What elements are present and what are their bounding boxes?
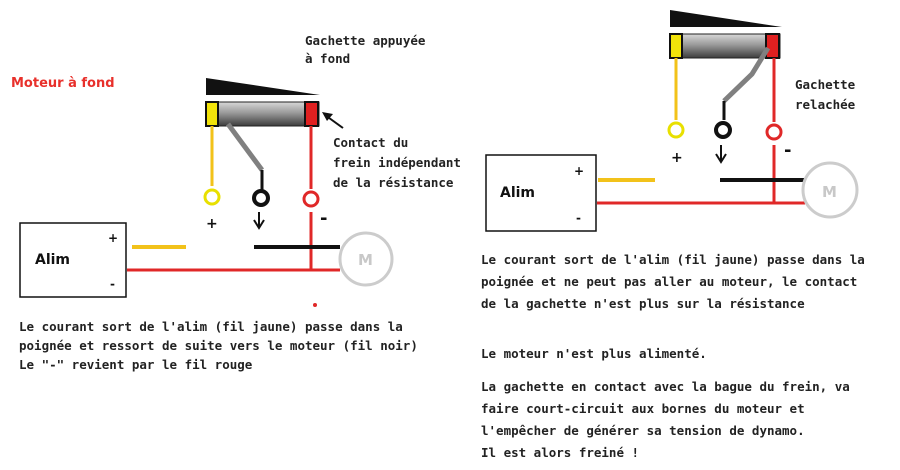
right-gray-lever: [722, 46, 771, 103]
left-contact-label-line: Contact du: [333, 135, 409, 150]
left-explanation: Le courant sort de l'alim (fil jaune) pa…: [19, 317, 418, 374]
left-minus-sign: -: [320, 208, 327, 229]
right-explanation-line: poignée et ne peut pas aller au moteur, …: [481, 274, 858, 289]
right-plus-sign: +: [671, 150, 683, 166]
left-alim-label: Alim: [35, 252, 70, 268]
right-explanation: Le courant sort de l'alim (fil jaune) pa…: [481, 249, 865, 315]
left-trigger-label-line: à fond: [305, 51, 351, 66]
left-yellow-ring: [203, 188, 221, 206]
right-yellow-terminal: [669, 33, 683, 59]
right-trigger-wedge: [670, 10, 782, 27]
right-status: Le moteur n'est plus alimenté.: [481, 346, 707, 361]
left-resistance-cylinder: [205, 101, 320, 127]
left-gray-lever: [225, 122, 265, 172]
left-explanation-line: Le courant sort de l'alim (fil jaune) pa…: [19, 319, 403, 334]
left-down-arrow-head: [253, 219, 265, 230]
left-alim-plus: +: [108, 231, 118, 245]
left-red-terminal: [304, 101, 319, 127]
right-yellow-ring: [667, 121, 685, 139]
right-motor-label: M: [822, 183, 837, 201]
right-brake-explanation-line: l'empêcher de générer sa tension de dyna…: [481, 423, 805, 438]
right-brake-explanation: La gachette en contact avec la bague du …: [481, 376, 850, 464]
right-brake-explanation-line: faire court-circuit aux bornes du moteur…: [481, 401, 805, 416]
right-minus-sign: -: [784, 140, 791, 161]
left-trigger-label: Gachette appuyée à fond: [305, 32, 425, 68]
left-alim-minus: -: [110, 277, 115, 291]
right-alim-box: [485, 154, 597, 232]
right-alim-label: Alim: [500, 185, 535, 201]
right-motor-circle: [801, 161, 859, 219]
left-trigger-wedge: [206, 78, 320, 95]
right-brake-explanation-line: Il est alors freiné !: [481, 445, 640, 460]
left-explanation-line: poignée et ressort de suite vers le mote…: [19, 338, 418, 353]
right-circuit: Alim + - M + -: [485, 10, 859, 232]
left-pointer-arrow-head: [322, 112, 333, 121]
right-alim-plus: +: [574, 164, 584, 178]
left-title: Moteur à fond: [11, 76, 115, 91]
left-circuit: Alim + - M + -: [19, 78, 394, 307]
left-contact-label: Contact du frein indépendant de la résis…: [333, 133, 461, 193]
right-black-ring: [714, 121, 732, 139]
left-contact-label-line: de la résistance: [333, 175, 454, 190]
right-explanation-line: de la gachette n'est plus sur la résista…: [481, 296, 805, 311]
left-red-ring: [302, 190, 320, 208]
right-trigger-label-line: Gachette: [795, 77, 856, 92]
right-down-arrow-head: [715, 153, 727, 164]
left-explanation-line: Le "-" revient par le fil rouge: [19, 357, 253, 372]
right-red-terminal: [765, 33, 780, 59]
left-red-dot: [313, 303, 317, 307]
left-plus-sign: +: [206, 216, 218, 232]
right-explanation-line: Le courant sort de l'alim (fil jaune) pa…: [481, 252, 865, 267]
left-contact-label-line: frein indépendant: [333, 155, 461, 170]
left-trigger-label-line: Gachette appuyée: [305, 33, 426, 48]
left-black-ring: [252, 189, 270, 207]
left-motor-circle: [338, 231, 394, 287]
right-red-ring: [765, 123, 783, 141]
right-trigger-label: Gachette relachée: [795, 75, 855, 115]
left-alim-box: [19, 222, 127, 298]
left-motor-label: M: [358, 251, 373, 269]
right-trigger-label-line: relachée: [795, 97, 856, 112]
left-yellow-terminal: [205, 101, 219, 127]
right-alim-minus: -: [576, 211, 581, 225]
right-brake-explanation-line: La gachette en contact avec la bague du …: [481, 379, 850, 394]
